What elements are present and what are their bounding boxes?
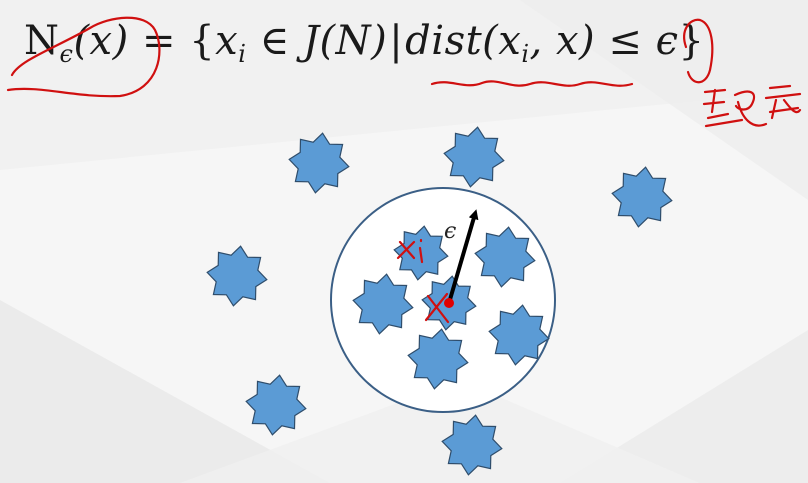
star-point-4 [206,245,268,307]
star-point-7 [352,273,414,335]
formula-epsilon: ϵ [655,18,679,64]
formula-element-var: x [215,18,239,64]
formula-open-brace: { [189,18,216,64]
formula-lhs-subscript: ϵ [59,40,74,68]
star-point-10 [407,328,469,390]
formula-lhs-arg: (x) [73,18,129,64]
handwritten-chinese [702,84,802,128]
formula-dist-args-sub: i [521,40,530,68]
note-x [424,292,450,324]
formula-leq: ≤ [608,18,643,64]
star-point-9 [488,304,550,366]
formula-dist-args-close: , x) [529,18,596,64]
note-xi [396,238,424,264]
circle-around-epsilon [683,18,714,84]
data-points [206,126,673,476]
radius-arrow [447,209,479,304]
star-point-3 [611,166,673,228]
star-point-6 [474,226,536,288]
neighborhood-formula: Nϵ(x) = {xi ∈ J(N)|dist(xi, x) ≤ ϵ} [24,6,704,76]
radius-label: ϵ [444,219,456,244]
formula-dist-args-open: (x [482,18,522,64]
star-point-1 [288,132,350,194]
formula-lhs-symbol: N [24,18,60,64]
star-point-2 [443,126,505,188]
circle-around-lhs [6,16,161,98]
handwritten-annotations [6,16,802,324]
formula-close-brace: } [678,18,705,64]
formula-dist-name: dist [405,18,483,64]
formula-separator: | [389,18,404,64]
formula-set-name: J(N) [302,18,388,64]
center-point [444,298,454,308]
underline-dist [430,80,634,87]
formula-element-sub: i [238,40,247,68]
star-point-11 [245,374,307,436]
formula-member-of: ∈ [259,18,290,64]
star-point-12 [441,414,503,476]
